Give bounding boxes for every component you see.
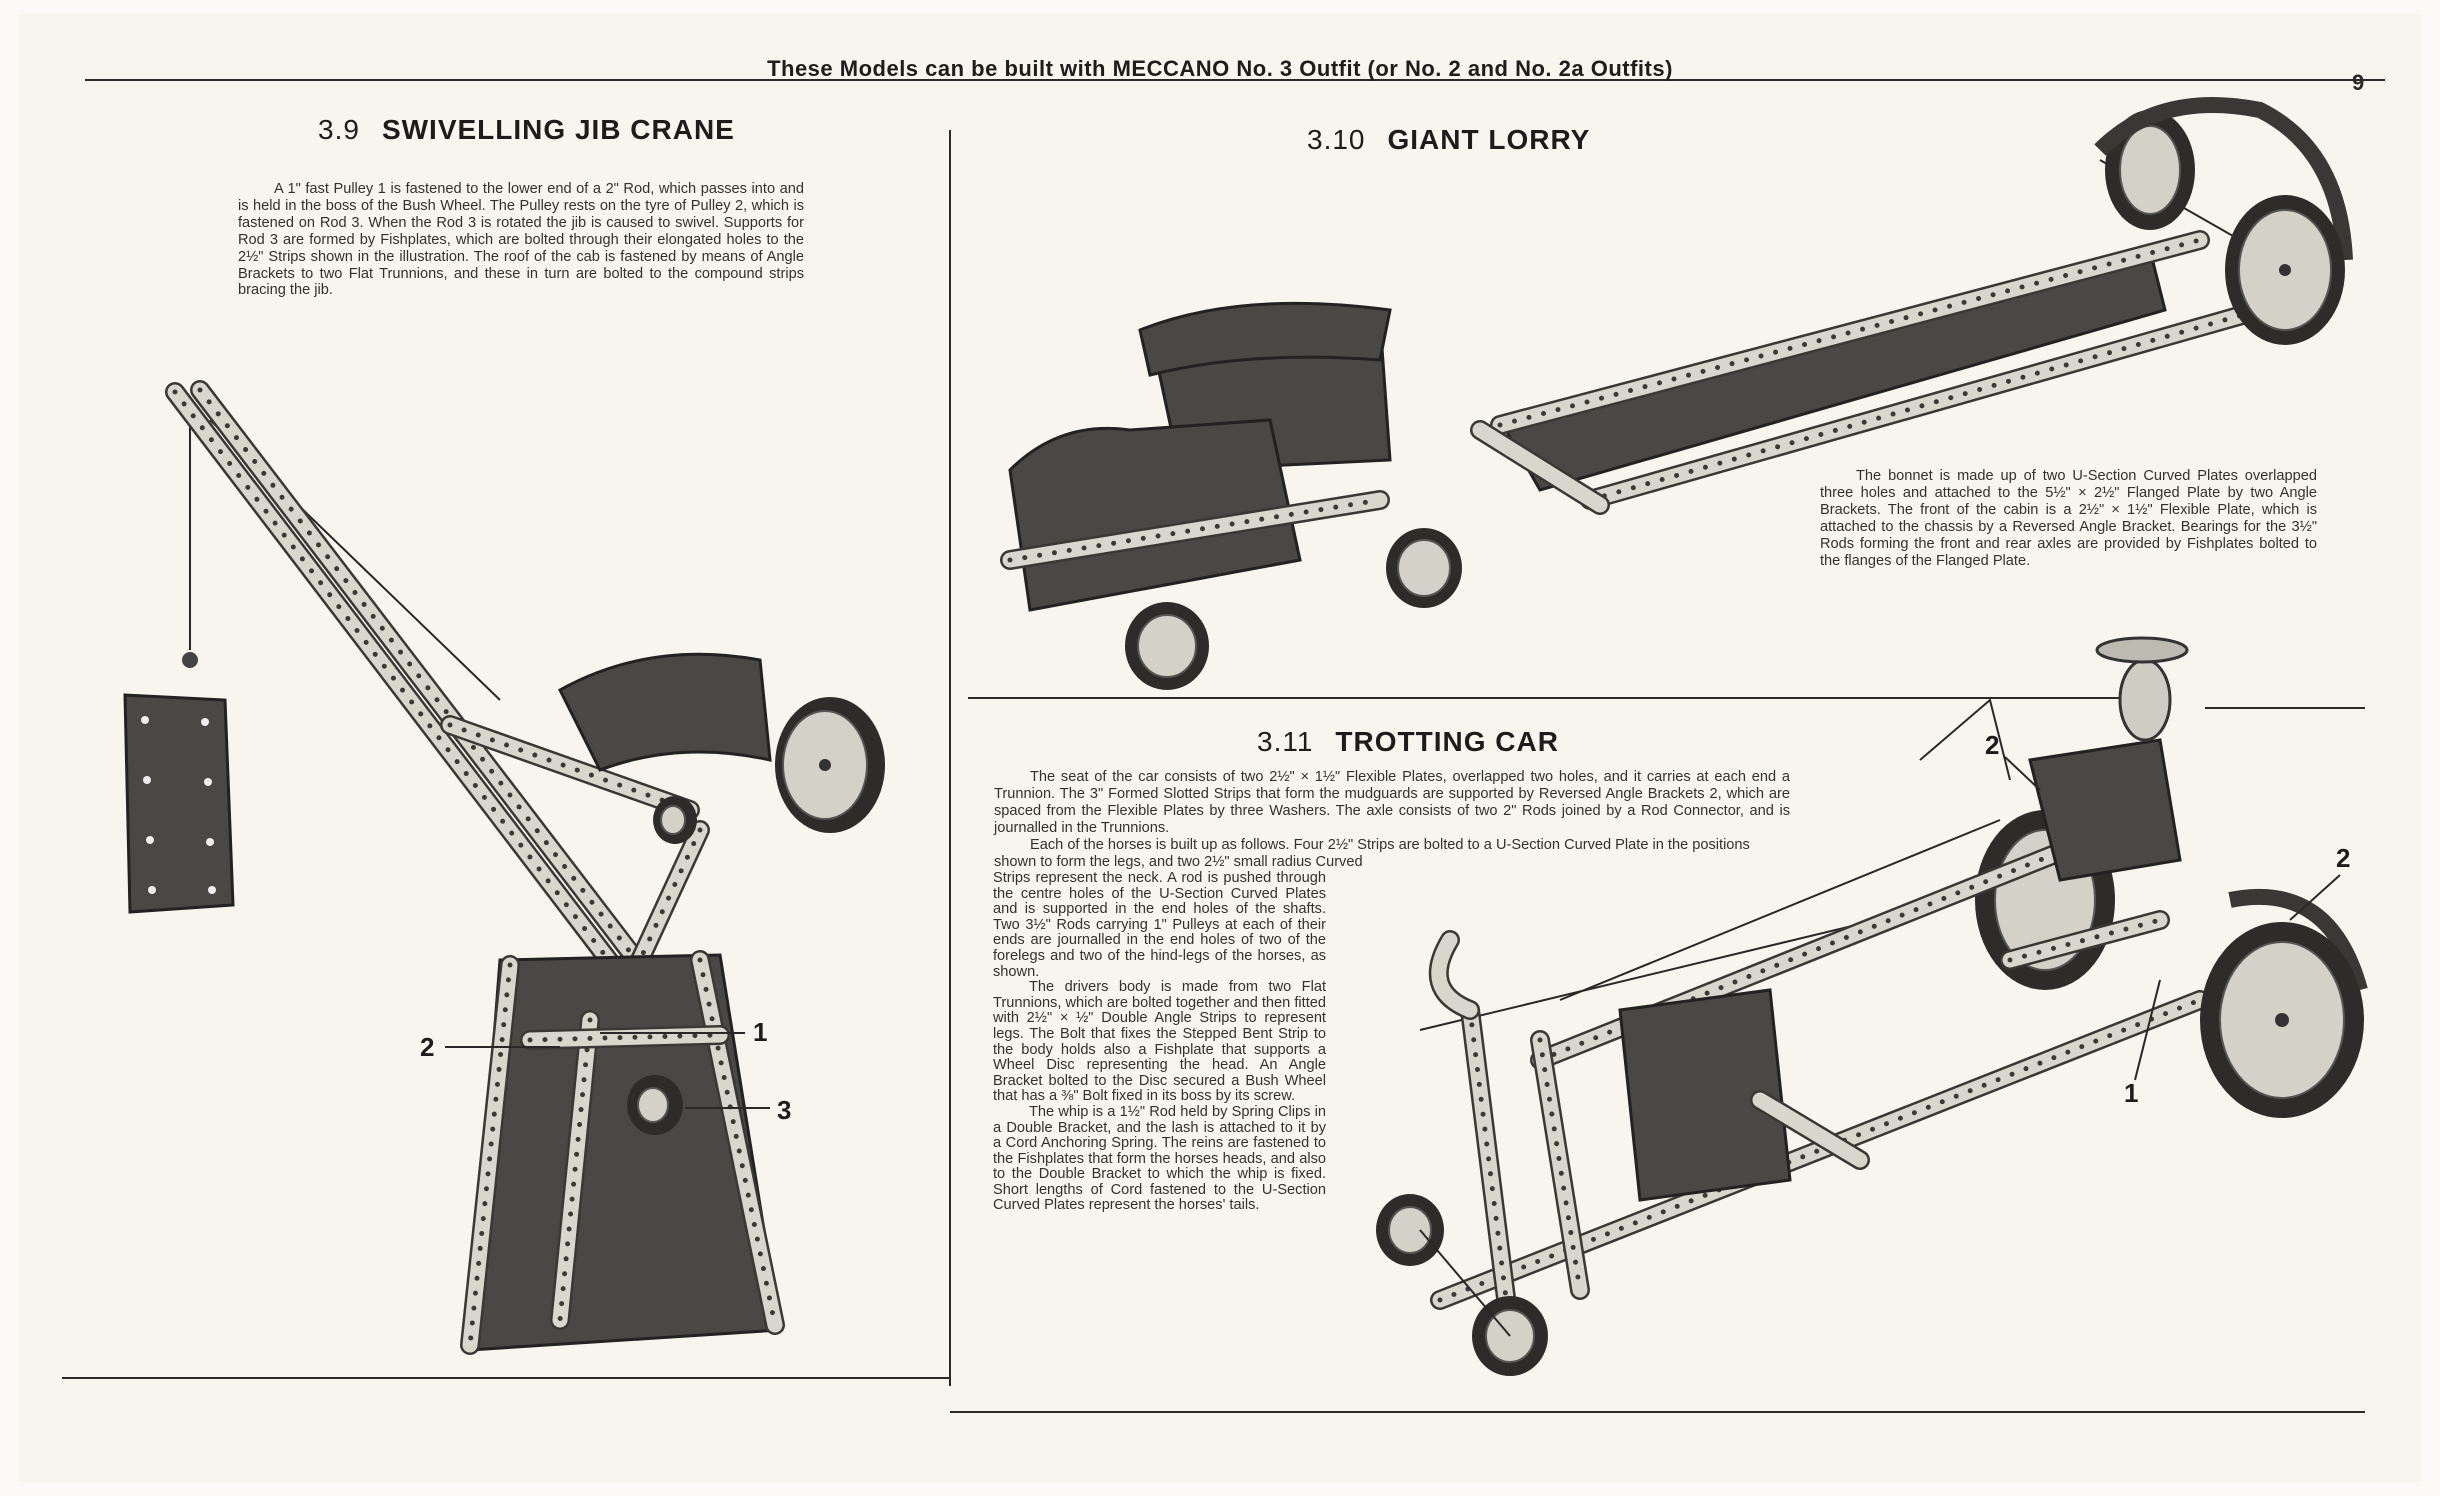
- crane-description: A 1" fast Pulley 1 is fastened to the lo…: [238, 181, 804, 299]
- driver-body: [2028, 738, 2182, 882]
- trotting-description-narrow: Strips represent the neck. A rod is push…: [993, 870, 1326, 1214]
- crane-label-3: 3: [777, 1095, 792, 1125]
- model-name: GIANT LORRY: [1387, 124, 1591, 155]
- lorry-illustration: [1000, 97, 2353, 690]
- crane-label-2: 2: [420, 1032, 435, 1062]
- header-rule: [85, 79, 2385, 81]
- paragraph: A 1" fast Pulley 1 is fastened to the lo…: [238, 181, 804, 299]
- crane-label-1: 1: [753, 1017, 768, 1047]
- model-title-jib-crane: 3.9 SWIVELLING JIB CRANE: [318, 114, 735, 146]
- paragraph: The seat of the car consists of two 2½" …: [994, 769, 1790, 836]
- model-name: TROTTING CAR: [1335, 726, 1559, 757]
- paragraph: The bonnet is made up of two U-Section C…: [1820, 468, 2317, 569]
- crane-illustration: [123, 380, 885, 1355]
- column-divider: [949, 130, 951, 1386]
- model-title-trotting-car: 3.11 TROTTING CAR: [1257, 726, 1559, 758]
- page-number: 9: [2352, 70, 2365, 95]
- footer-rule-left: [62, 1377, 950, 1379]
- model-number: 3.11: [1257, 726, 1314, 757]
- model-number: 3.9: [318, 114, 360, 145]
- model-title-giant-lorry: 3.10 GIANT LORRY: [1307, 124, 1590, 156]
- lorry-bonnet: [1008, 418, 1302, 612]
- footer-rule-right: [950, 1411, 2365, 1413]
- model-number: 3.10: [1307, 124, 1366, 155]
- trotting-label-2-right: 2: [2336, 843, 2351, 873]
- trotting-label-1: 1: [2124, 1078, 2139, 1108]
- trotting-car-illustration: [1376, 636, 2368, 1376]
- crane-load-plate: [123, 693, 235, 914]
- section-divider-right: [2205, 707, 2365, 709]
- lorry-description: The bonnet is made up of two U-Section C…: [1820, 468, 2317, 569]
- trotting-description-wide: The seat of the car consists of two 2½" …: [994, 769, 1790, 870]
- paragraph: Strips represent the neck. A rod is push…: [993, 870, 1326, 980]
- paragraph: Each of the horses is built up as follow…: [994, 836, 1750, 870]
- page-header: These Models can be built with MECCANO N…: [767, 56, 1673, 81]
- horse-body: [1618, 988, 1792, 1202]
- section-divider: [968, 697, 2148, 699]
- paragraph: The drivers body is made from two Flat T…: [993, 979, 1326, 1105]
- paragraph: The whip is a 1½" Rod held by Spring Cli…: [993, 1103, 1326, 1214]
- crane-cab-roof: [558, 652, 772, 772]
- document-page: [18, 14, 2422, 1482]
- trotting-label-2-left: 2: [1985, 730, 2000, 760]
- model-name: SWIVELLING JIB CRANE: [381, 114, 735, 145]
